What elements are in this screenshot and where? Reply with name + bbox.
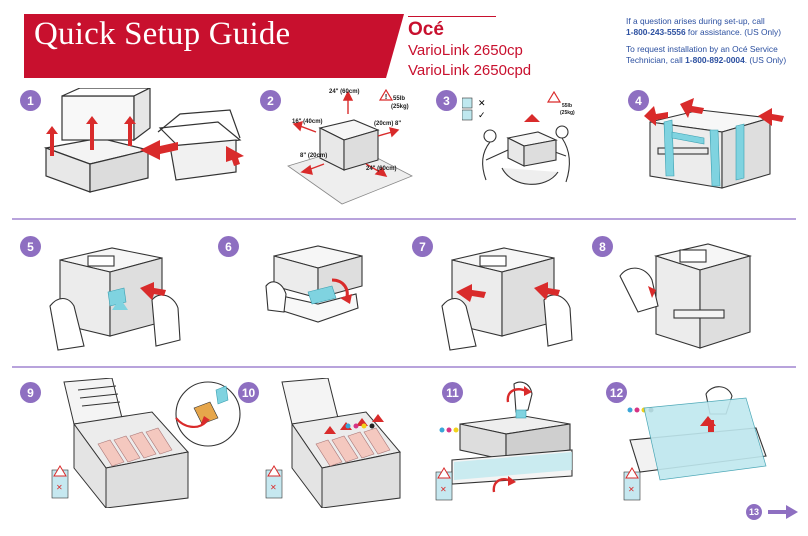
weight-label-3b: (25kg) [560,110,575,116]
brand-rule [408,16,496,17]
help-text-1a: If a question arises during set-up, call [626,16,765,26]
svg-text:✕: ✕ [440,485,447,494]
step-6-illustration [262,238,372,338]
weight-label-1: 55lb [393,96,406,102]
step-number-6: 6 [218,236,239,257]
svg-text:✓: ✓ [478,110,486,120]
step-12-illustration: ✕ [616,380,776,510]
help-text-1b: for assistance. (US Only) [685,26,782,37]
step-1-illustration [40,88,250,198]
step-number-12: 12 [606,382,627,403]
step-2-illustration: ! [282,88,417,208]
dim-right: (20cm) 8" [374,121,402,127]
next-page-indicator[interactable]: 13 [746,504,798,520]
step-3-illustration: ✕ ✓ [462,88,592,198]
installation-phone: 1-800-892-0004 [685,54,745,65]
step-7-illustration [436,236,576,356]
help-text-2b: . (US Only) [744,54,787,65]
weight-label-3a: 55lb [562,103,573,109]
svg-text:✕: ✕ [478,98,486,108]
assistance-phone: 1-800-243-5556 [626,26,686,37]
step-number-5: 5 [20,236,41,257]
help-text-2a: To request installation by an Océ Servic… [626,44,778,65]
row-divider-1 [12,218,796,220]
arrow-right-icon [768,505,798,519]
svg-text:✕: ✕ [56,483,63,492]
row-divider-2 [12,366,796,368]
brand-name: Océ [408,19,444,40]
page-title: Quick Setup Guide [34,16,291,52]
help-text-assistance: If a question arises during set-up, call… [626,16,796,37]
dim-bottom-left: 8" (20cm) [300,153,328,159]
weight-label-2: (25kg) [391,104,409,110]
dim-top: 24" (60cm) [329,89,360,95]
title-banner [24,14,386,78]
step-5-illustration [44,236,184,356]
step-11-illustration: ✕ [432,380,582,510]
model-name-2: VarioLink 2650cpd [408,62,532,79]
step-9-illustration: ✕ [48,378,246,508]
dim-left: 16" (40cm) [292,119,323,125]
step-number-4: 4 [628,90,649,111]
step-10-illustration: ✕ [262,378,412,508]
next-page-number: 13 [746,504,762,520]
step-8-illustration [618,236,758,356]
step-number-2: 2 [260,90,281,111]
step-number-8: 8 [592,236,613,257]
help-text-installation: To request installation by an Océ Servic… [626,44,796,65]
title-banner-tip [386,14,404,78]
step-number-1: 1 [20,90,41,111]
svg-text:!: ! [385,94,387,101]
svg-text:✕: ✕ [270,483,277,492]
step-number-7: 7 [412,236,433,257]
step-4-illustration [640,92,790,202]
model-name-1: VarioLink 2650cp [408,42,523,59]
step-number-9: 9 [20,382,41,403]
step-number-3: 3 [436,90,457,111]
svg-text:✕: ✕ [628,485,635,494]
step-number-11: 11 [442,382,463,403]
dim-bottom-right: 24" (60cm) [366,166,397,172]
step-number-10: 10 [238,382,259,403]
